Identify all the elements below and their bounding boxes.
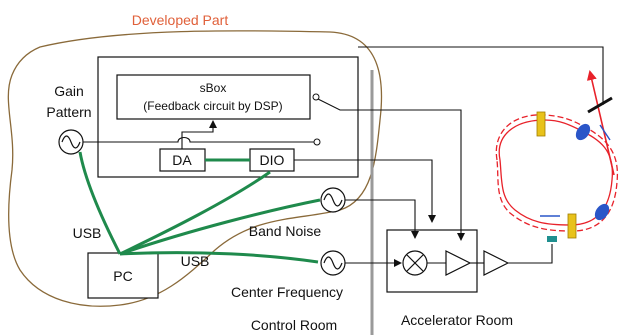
usb-label-right: USB [181,253,210,269]
center-frequency-oscillator-icon [320,250,346,276]
blue-marker-top [599,124,611,141]
magnet-blue-bottom [594,203,610,221]
magnet-blue-top [575,123,591,141]
sbox-inner-box [116,74,311,120]
gain-signal-line [83,136,314,143]
gain-pattern-label-2: Pattern [46,104,91,120]
kicker-pickup [547,236,557,242]
pc-block [87,252,159,299]
sbox-output-line [317,98,465,241]
da-label: DA [172,152,192,168]
dio-label: DIO [260,152,285,168]
band-noise-oscillator-icon [320,187,346,213]
magnet-yellow-top [536,111,546,137]
accelerator-rf-box [386,229,478,293]
da-to-sbox-arrow [181,120,217,149]
center-frequency-label: Center Frequency [231,284,343,300]
band-noise-label: Band Noise [249,223,322,239]
feedback-return-line [358,46,604,105]
usb-cables [78,151,321,264]
usb-label-left: USB [73,225,102,241]
accelerator-room-label: Accelerator Room [401,312,513,328]
beam-arrow-icon [586,70,615,176]
sbox-title: sBox [200,81,227,95]
developed-part-label: Developed Part [132,12,229,28]
control-room-label: Control Room [251,317,337,333]
amp-to-kicker-line [508,244,553,264]
pc-label: PC [113,268,132,284]
mixer-icon [402,250,428,276]
sbox-subtitle: (Feedback circuit by DSP) [143,99,282,113]
dio-output-line [294,159,436,223]
developed-part-outline [7,30,383,307]
magnet-yellow-bottom [567,213,577,239]
outer-amplifier-icon [483,250,510,276]
sbox-outer-box [97,56,359,178]
sbox-switch-node [312,93,320,101]
mirror-icon [587,96,613,114]
band-noise-line [345,199,419,239]
gain-pattern-label-1: Gain [54,83,84,99]
inner-amplifier-icon [445,250,472,276]
gain-pattern-oscillator-icon [58,129,84,155]
